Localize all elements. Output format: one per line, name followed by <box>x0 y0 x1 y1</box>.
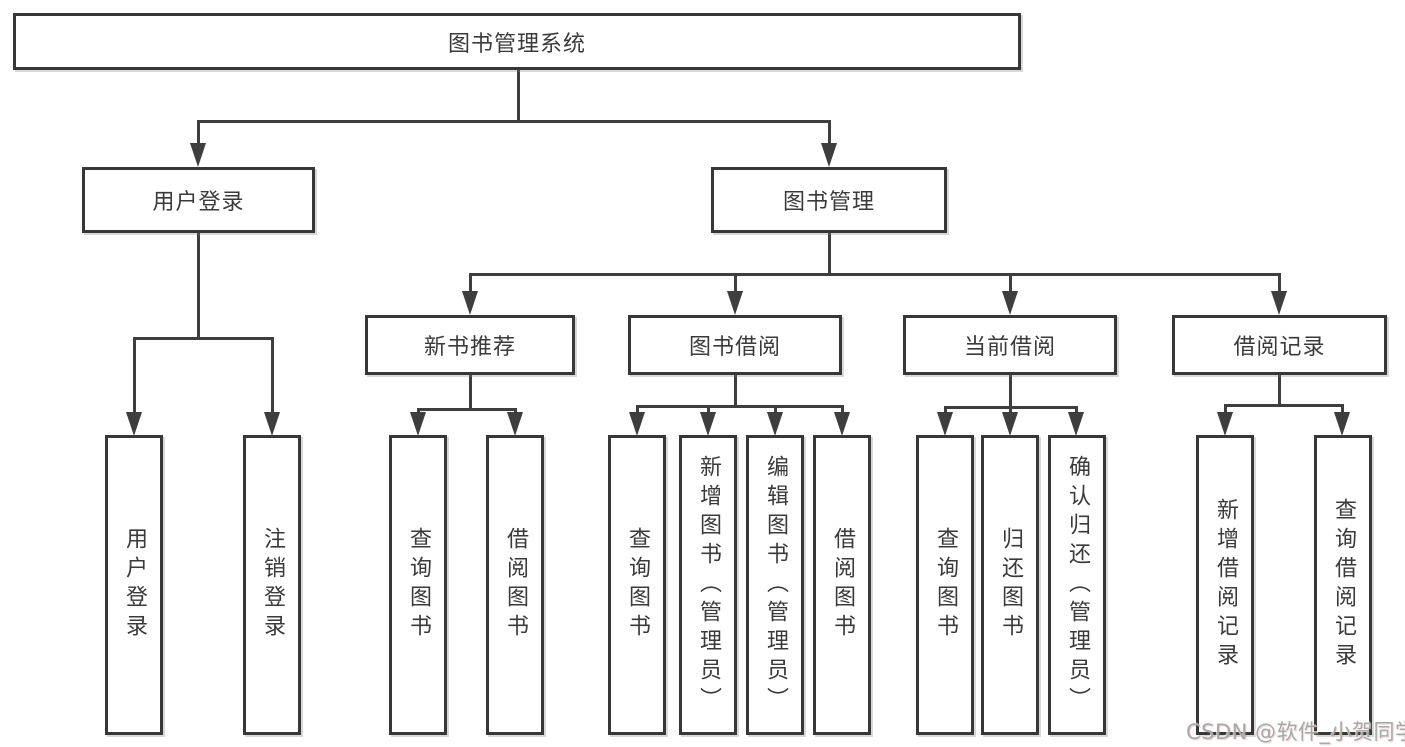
leaf-label: 查询图书 <box>625 527 650 643</box>
leaf-return-books: 归还图书 <box>981 435 1039 735</box>
connector-vline <box>841 405 844 414</box>
leaf-label: 确认归还（管理员） <box>1065 454 1090 716</box>
connector-vline <box>1278 273 1281 293</box>
arrow-down-icon <box>834 412 850 436</box>
node-label: 用户登录 <box>152 190 245 215</box>
arrow-down-icon <box>700 412 716 436</box>
connector-vline <box>271 337 274 414</box>
leaf-user-login: 用户登录 <box>105 435 163 735</box>
arrow-down-icon <box>821 143 837 167</box>
leaf-add-book-admin: 新增图书（管理员） <box>679 435 737 735</box>
leaf-label: 新增借阅记录 <box>1213 498 1238 672</box>
connector-vline <box>197 233 200 337</box>
leaf-label: 注销登录 <box>260 527 285 643</box>
node-label: 图书管理 <box>782 190 875 215</box>
leaf-query-books-borrowing: 查询图书 <box>608 435 666 735</box>
connector-vline <box>828 120 831 146</box>
connector-hline <box>417 408 517 411</box>
connector-vline <box>469 375 472 408</box>
leaf-borrow-books-recommend: 借阅图书 <box>486 435 544 735</box>
connector-vline <box>1075 406 1078 414</box>
connector-vline <box>197 120 200 146</box>
arrow-down-icon <box>462 291 478 315</box>
arrow-down-icon <box>507 412 523 436</box>
leaf-confirm-return-admin: 确认归还（管理员） <box>1048 435 1106 735</box>
connector-vline <box>133 337 136 414</box>
leaf-label: 用户登录 <box>122 527 147 643</box>
node-borrowing-records: 借阅记录 <box>1172 315 1387 375</box>
leaf-label: 新增图书（管理员） <box>696 454 721 716</box>
node-user-login: 用户登录 <box>82 167 315 233</box>
leaf-add-borrow-record: 新增借阅记录 <box>1196 435 1254 735</box>
connector-vline <box>1009 375 1012 406</box>
arrow-down-icon <box>264 412 280 436</box>
connector-hline <box>133 337 274 340</box>
node-label: 借阅记录 <box>1233 335 1326 360</box>
connector-vline <box>734 375 737 405</box>
arrow-down-icon <box>410 412 426 436</box>
leaf-logout: 注销登录 <box>243 435 301 735</box>
connector-hline <box>636 405 844 408</box>
arrow-down-icon <box>727 291 743 315</box>
connector-vline <box>1224 404 1227 414</box>
node-label: 当前借阅 <box>963 335 1056 360</box>
node-book-management: 图书管理 <box>711 167 947 233</box>
connector-vline <box>828 233 831 273</box>
connector-vline <box>1009 273 1012 293</box>
leaf-edit-book-admin: 编辑图书（管理员） <box>746 435 804 735</box>
arrow-down-icon <box>1002 291 1018 315</box>
arrow-down-icon <box>1271 291 1287 315</box>
arrow-down-icon <box>767 412 783 436</box>
arrow-down-icon <box>126 412 142 436</box>
node-label: 新书推荐 <box>423 335 516 360</box>
node-book-borrowing: 图书借阅 <box>628 315 842 375</box>
leaf-label: 借阅图书 <box>503 527 528 643</box>
connector-vline <box>707 405 710 414</box>
connector-vline <box>944 406 947 414</box>
arrow-down-icon <box>1002 412 1018 436</box>
connector-vline <box>517 70 520 120</box>
leaf-label: 查询借阅记录 <box>1331 498 1356 672</box>
leaf-borrow-books: 借阅图书 <box>813 435 871 735</box>
arrow-down-icon <box>1217 412 1233 436</box>
watermark: CSDN @软件_小贺同学 <box>1186 720 1405 744</box>
node-new-book-recommend: 新书推荐 <box>365 315 575 375</box>
leaf-label: 借阅图书 <box>830 527 855 643</box>
leaf-label: 归还图书 <box>998 527 1023 643</box>
connector-hline <box>1224 404 1344 407</box>
node-label: 图书管理系统 <box>447 31 586 57</box>
leaf-label: 查询图书 <box>406 527 431 643</box>
arrow-down-icon <box>190 143 206 167</box>
node-current-borrowing: 当前借阅 <box>903 315 1117 375</box>
connector-hline <box>469 273 1281 276</box>
leaf-label: 查询图书 <box>933 527 958 643</box>
leaf-query-borrow-record: 查询借阅记录 <box>1314 435 1372 735</box>
arrow-down-icon <box>937 412 953 436</box>
connector-hline <box>197 120 831 123</box>
node-label: 图书借阅 <box>688 335 781 360</box>
connector-vline <box>1341 404 1344 414</box>
arrow-down-icon <box>629 412 645 436</box>
leaf-query-books-recommend: 查询图书 <box>389 435 447 735</box>
leaf-query-books-current: 查询图书 <box>916 435 974 735</box>
connector-vline <box>774 405 777 414</box>
arrow-down-icon <box>1068 412 1084 436</box>
leaf-label: 编辑图书（管理员） <box>763 454 788 716</box>
connector-vline <box>1278 375 1281 404</box>
connector-vline <box>1009 406 1012 414</box>
connector-vline <box>636 405 639 414</box>
connector-vline <box>469 273 472 293</box>
arrow-down-icon <box>1334 412 1350 436</box>
node-library-system: 图书管理系统 <box>13 13 1021 70</box>
connector-vline <box>734 273 737 293</box>
